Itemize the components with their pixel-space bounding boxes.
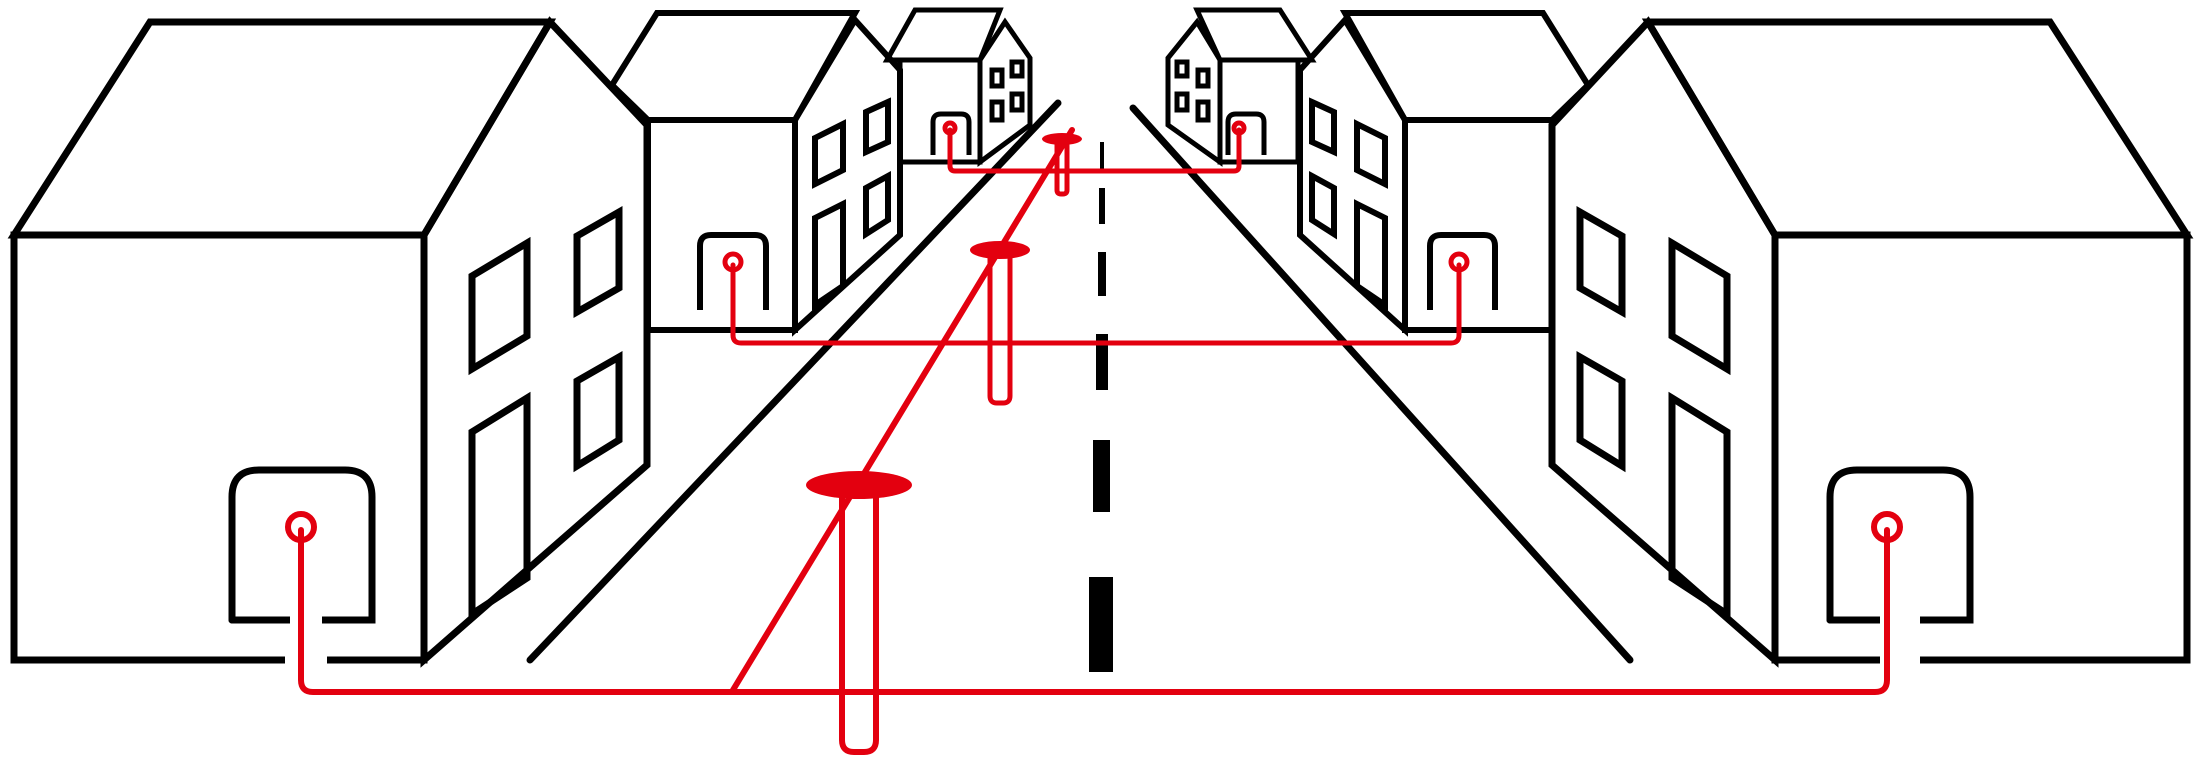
house-window: [1009, 59, 1025, 79]
house-window: [989, 99, 1005, 123]
house-window: [468, 236, 531, 376]
house-window: [1009, 91, 1025, 113]
house-window: [812, 199, 846, 311]
road-left-edge: [526, 99, 1062, 664]
house-front-wall: [10, 231, 428, 664]
connection-point-front-left: [285, 511, 317, 543]
service-cable-middle: [730, 262, 1462, 346]
manhole-cover: [1042, 133, 1082, 145]
utility-network: [285, 120, 1903, 755]
centre-line-dash: [1089, 577, 1113, 672]
road-centre-line: [1089, 142, 1113, 672]
house-door: [468, 391, 531, 621]
house-window: [1354, 119, 1388, 189]
house-right-near: [1548, 16, 2194, 668]
house-window: [573, 350, 623, 473]
cable-housing: [930, 111, 972, 155]
house-roof-front: [608, 10, 861, 123]
manhole-far: [1042, 133, 1082, 197]
house-side-wall: [1297, 14, 1408, 337]
house-window: [989, 67, 1005, 89]
cable-housing: [1427, 232, 1498, 310]
house-side-wall: [1165, 17, 1223, 167]
house-left-far: [882, 7, 1033, 167]
connection-point-front-right: [1871, 511, 1903, 543]
house-roof-front: [882, 7, 1004, 63]
house-window: [573, 205, 623, 319]
house-window: [812, 119, 846, 189]
house-right-middle: [1297, 10, 1592, 337]
road-right-edge: [1129, 104, 1634, 664]
centre-line-dash: [1100, 142, 1104, 170]
road: [526, 99, 1634, 672]
house-window: [863, 97, 891, 157]
house-left-middle: [608, 10, 903, 337]
house-roof-front: [7, 18, 557, 239]
centre-line-dash: [1096, 334, 1108, 390]
cable-housing: [1225, 111, 1267, 155]
house-window: [1309, 170, 1337, 240]
centre-line-dash: [1099, 188, 1105, 224]
connection-point-middle-left: [722, 251, 744, 273]
cable-housing: [697, 232, 769, 310]
centre-line-dash: [1093, 440, 1110, 512]
house-front-wall: [645, 117, 798, 333]
manhole-cover: [806, 471, 912, 499]
house-front-wall: [1771, 231, 2191, 664]
house-window: [1174, 91, 1190, 113]
house-door: [1354, 199, 1388, 311]
house-door: [1668, 391, 1731, 621]
connection-point-far-left: [942, 120, 958, 136]
manhole-cover: [970, 241, 1030, 259]
house-window: [1309, 97, 1337, 157]
manhole-near: [806, 471, 912, 755]
house-side-wall: [977, 17, 1033, 167]
service-cable-front: [298, 527, 1890, 695]
manhole-middle: [970, 241, 1030, 406]
cable-housing: [1826, 466, 1974, 624]
house-left-near: [7, 16, 651, 668]
trunk-cable: [730, 127, 1075, 693]
house-window: [1576, 205, 1626, 319]
centre-line-dash: [1098, 252, 1106, 296]
connection-point-far-right: [1231, 120, 1247, 136]
house-side-wall: [1548, 16, 1779, 668]
house-side-wall: [420, 16, 651, 668]
house-roof-front: [1339, 10, 1592, 123]
cable-housing: [228, 466, 376, 624]
service-cable-far: [947, 127, 1242, 174]
house-side-wall: [792, 14, 903, 337]
house-front-wall: [1217, 57, 1301, 165]
house-window: [1668, 236, 1731, 376]
house-window: [863, 170, 891, 240]
house-roof-front: [1641, 18, 2194, 239]
house-window: [1174, 59, 1190, 79]
house-window: [1195, 99, 1211, 123]
connection-point-middle-right: [1448, 251, 1470, 273]
house-window: [1576, 350, 1626, 473]
house-window: [1195, 67, 1211, 89]
